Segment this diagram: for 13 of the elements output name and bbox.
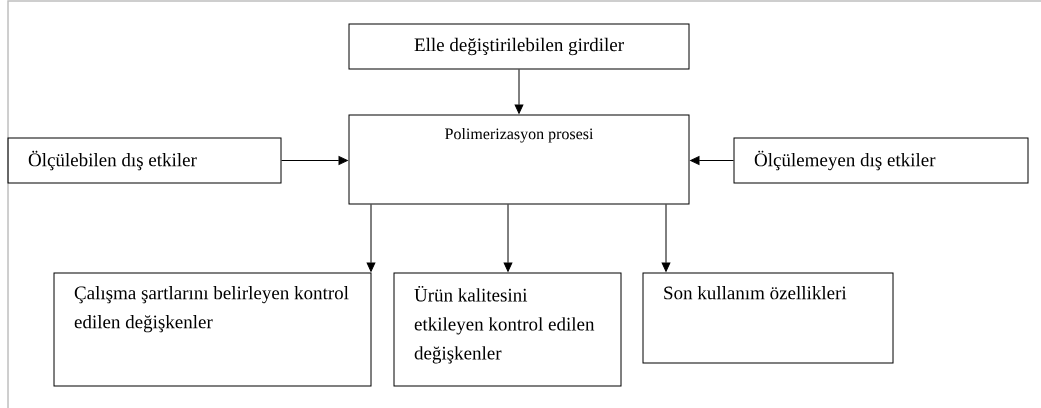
arrow	[281, 156, 348, 165]
arrow	[661, 204, 671, 272]
input-box: Ölçülebilen dış etkiler	[7, 137, 282, 184]
output-box: Ürün kalitesini etkileyen kontrol edilen değişkenler	[393, 272, 622, 387]
arrow	[514, 69, 524, 114]
arrow	[366, 204, 376, 272]
output-box: Çalışma şartlarını belirleyen kontrol edilen değişkenler	[53, 272, 372, 387]
input-box: Elle değiştirilebilen girdiler	[348, 23, 690, 70]
output-box: Son kullanım özellikleri	[642, 272, 894, 364]
process-box: Polimerizasyon prosesi	[348, 114, 690, 205]
arrow	[690, 156, 734, 165]
arrow	[503, 204, 513, 272]
input-box: Ölçülemeyen dış etkiler	[733, 137, 1029, 184]
